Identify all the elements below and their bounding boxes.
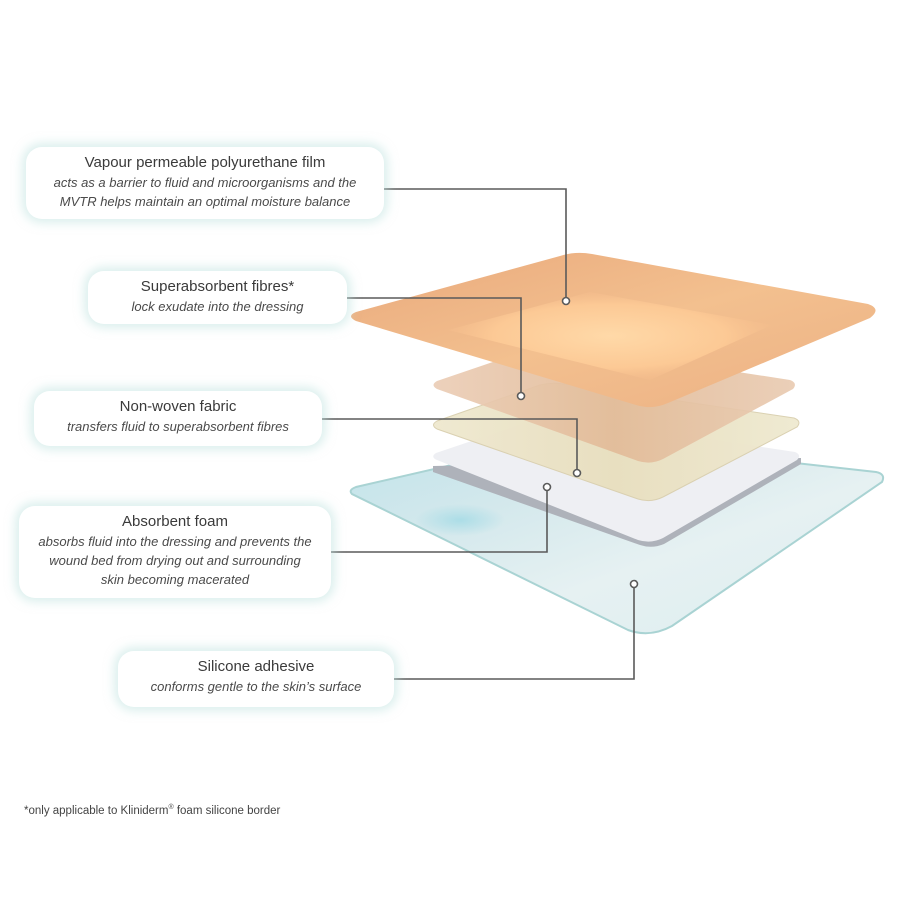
callout-foam-desc-line1: absorbs fluid into the dressing and prev… [38,534,312,549]
film-layer [351,252,876,408]
dot-foam-icon [542,482,552,492]
connector-nonwoven [322,418,578,469]
dot-silicone-icon [629,579,639,589]
callout-film-desc-line2: MVTR helps maintain an optimal moisture … [59,194,351,209]
connector-dots [516,296,639,589]
connector-film [384,188,567,297]
connector-lines [322,188,635,680]
callout-fibres: Superabsorbent fibres* lock exudate into… [88,271,347,324]
callout-foam-title: Absorbent foam [122,513,228,530]
connector-fibres [347,297,522,392]
callout-nonwoven: Non-woven fabric transfers fluid to supe… [34,391,322,446]
connector-foam [331,491,548,553]
callout-foam-desc-line2: wound bed from drying out and surroundin… [49,553,301,568]
callout-nonwoven-desc: transfers fluid to superabsorbent fibres [67,419,289,434]
callout-silicone: Silicone adhesive conforms gentle to the… [118,651,394,707]
callout-film-title: Vapour permeable polyurethane film [84,154,326,171]
dot-nonwoven-icon [572,468,582,478]
callout-foam-desc-line3: skin becoming macerated [100,572,250,587]
callout-fibres-title: Superabsorbent fibres* [140,278,295,295]
dot-fibres-icon [516,391,526,401]
callout-film: Vapour permeable polyurethane film acts … [26,147,384,219]
footnote-prefix: *only applicable to Kliniderm [24,804,169,817]
callout-film-desc-line1: acts as a barrier to fluid and microorga… [53,175,357,190]
connector-silicone [394,587,635,680]
callout-silicone-desc: conforms gentle to the skin’s surface [150,679,362,694]
registered-mark: ® [168,804,174,811]
callout-nonwoven-title: Non-woven fabric [119,398,237,415]
footnote: *only applicable to Kliniderm® foam sili… [24,804,280,817]
callout-silicone-title: Silicone adhesive [197,658,315,675]
callout-foam: Absorbent foam absorbs fluid into the dr… [19,506,331,598]
callout-fibres-desc: lock exudate into the dressing [131,299,304,314]
footnote-suffix: foam silicone border [173,804,281,817]
dot-film-icon [561,296,571,306]
